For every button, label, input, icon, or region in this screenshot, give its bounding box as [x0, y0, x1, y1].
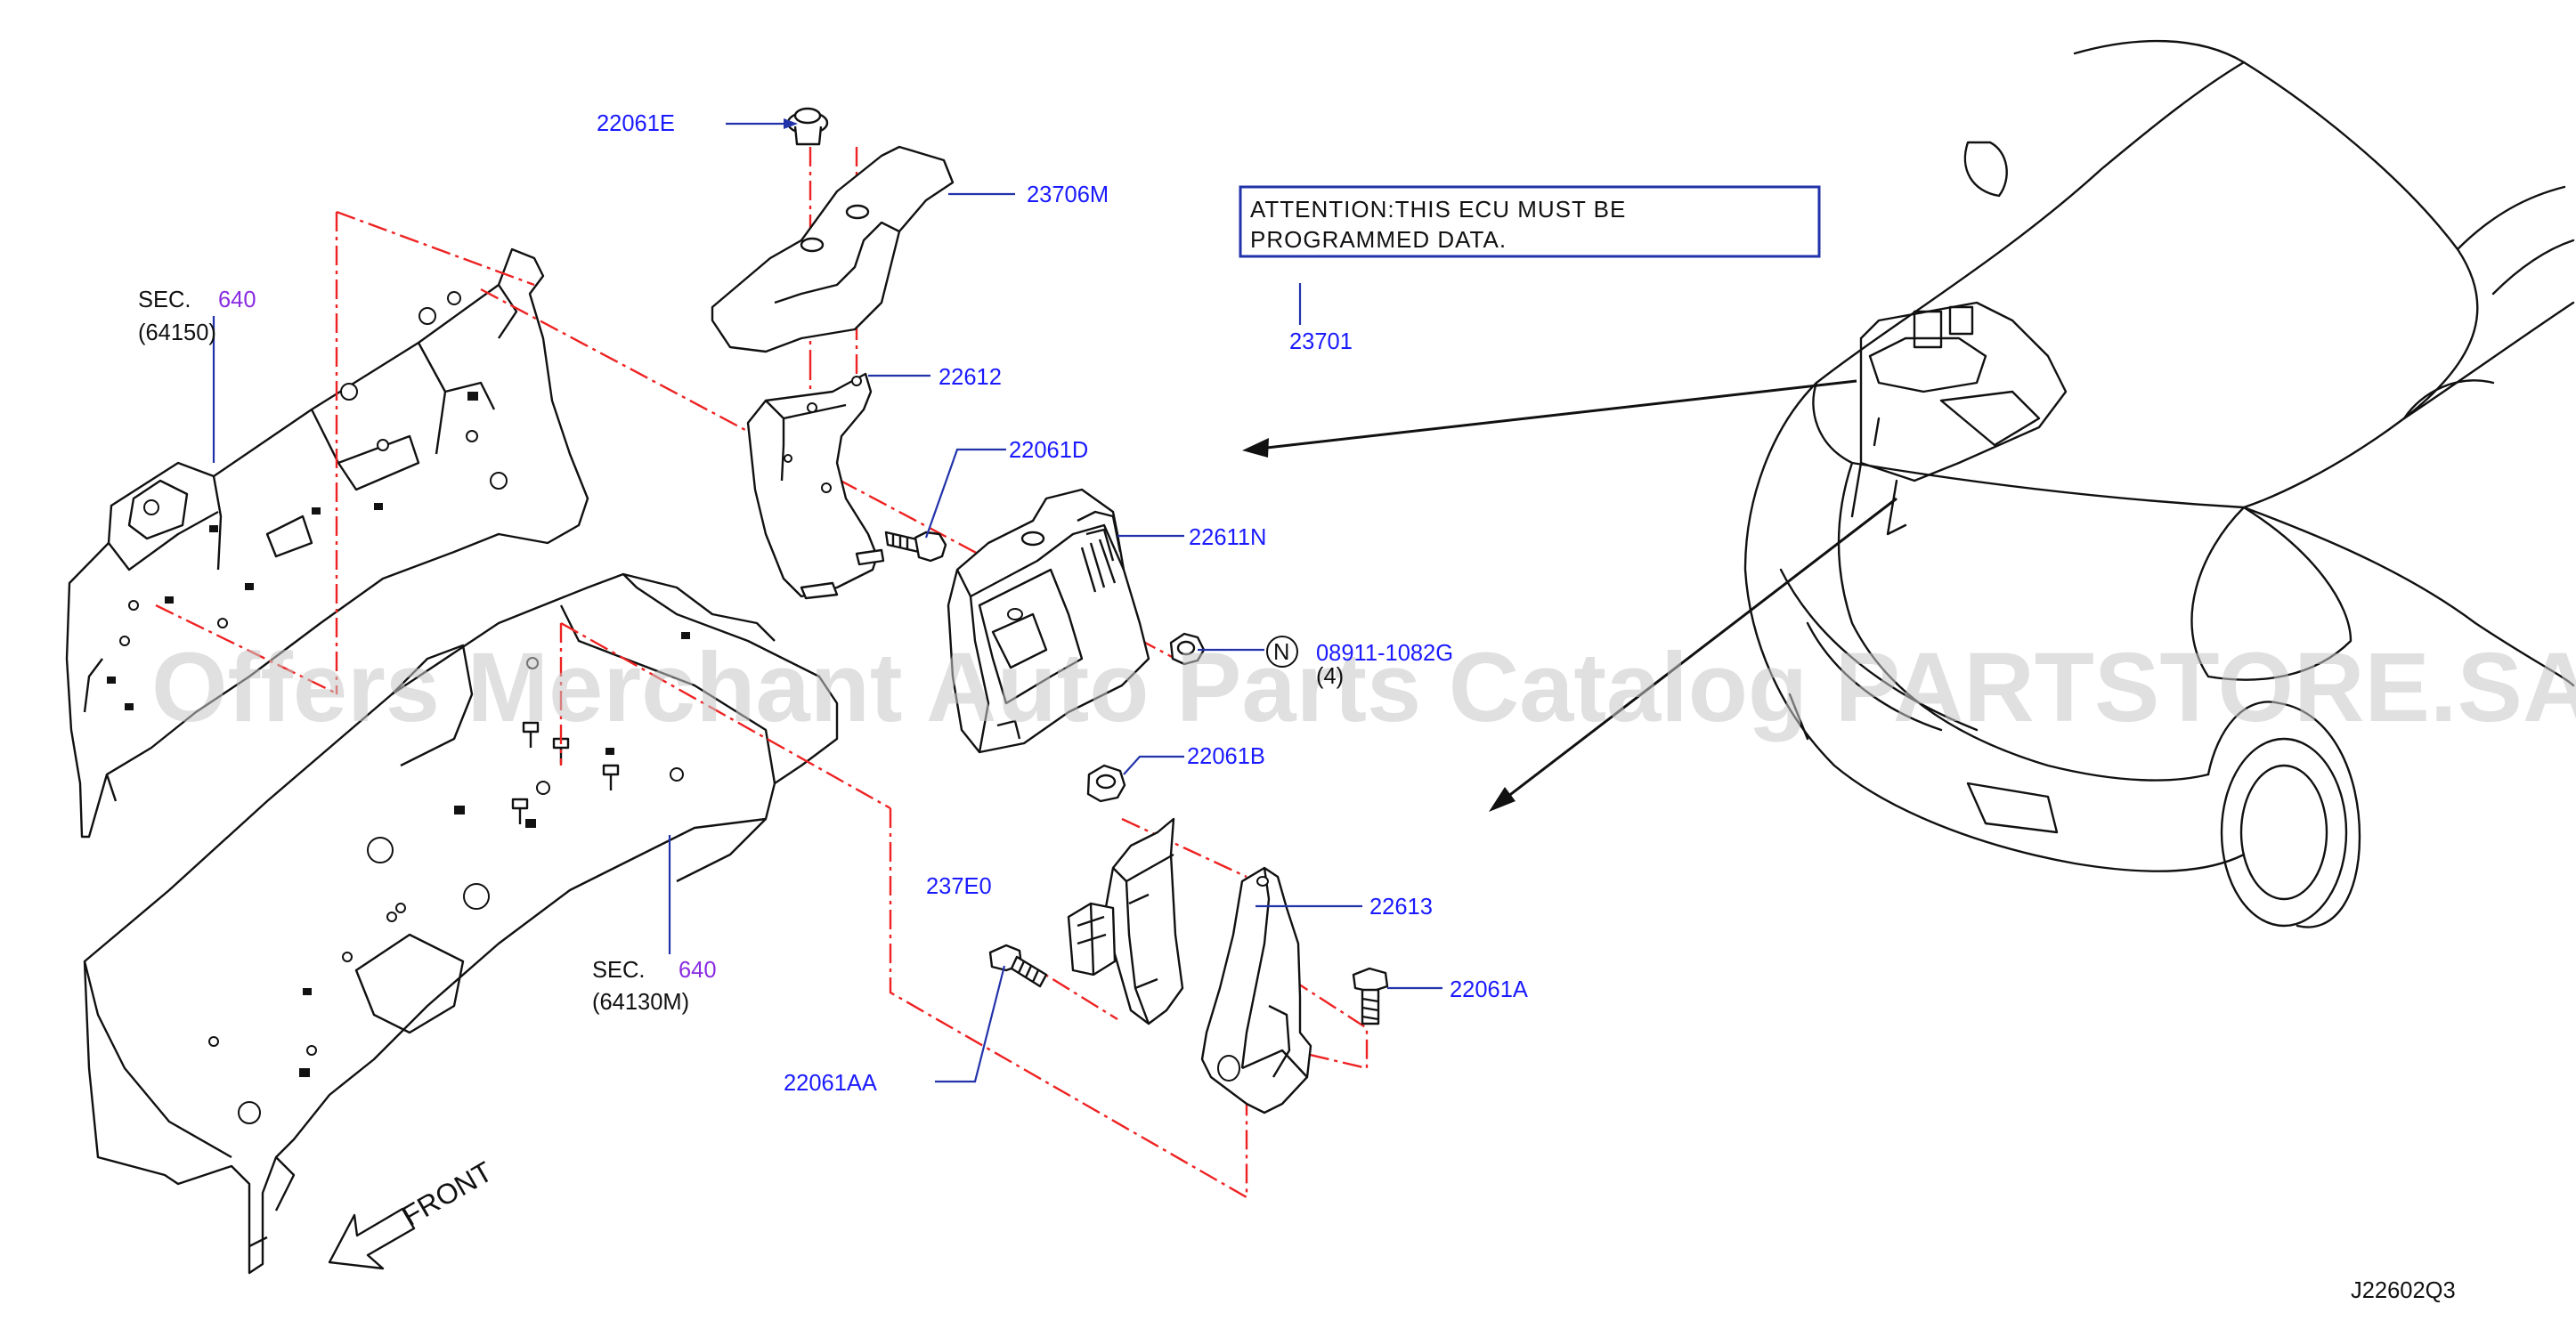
attention-line-1: ATTENTION:THIS ECU MUST BE: [1250, 196, 1626, 223]
front-direction-arrow: [328, 1207, 416, 1270]
part-22061A-bolt[interactable]: [1352, 967, 1389, 1025]
label-22061A[interactable]: 22061A: [1450, 977, 1528, 1002]
part-22612-bracket[interactable]: [746, 372, 885, 600]
label-23701[interactable]: 23701: [1289, 329, 1353, 354]
watermark: Offers Merchant Auto Parts Catalog PARTS…: [151, 633, 2576, 742]
section-upper-prefix: SEC.: [138, 288, 191, 312]
label-22061B[interactable]: 22061B: [1187, 744, 1265, 769]
section-upper-number[interactable]: 640: [218, 288, 256, 312]
label-22061D[interactable]: 22061D: [1009, 438, 1088, 463]
part-22061D-bolt[interactable]: [884, 531, 947, 563]
part-labels: 22061E 23706M 22612 22061D 22611N N 0891…: [597, 111, 1528, 1096]
label-22061AA[interactable]: 22061AA: [784, 1071, 877, 1096]
section-ref-lower[interactable]: SEC. 640 (64130M): [592, 958, 717, 1015]
label-22612[interactable]: 22612: [939, 365, 1002, 390]
section-lower-prefix: SEC.: [592, 958, 646, 983]
part-23706M-cover[interactable]: [711, 145, 955, 353]
label-23706M[interactable]: 23706M: [1027, 182, 1109, 207]
vehicle-outline: [1743, 39, 2575, 928]
section-ref-upper[interactable]: SEC. 640 (64150): [138, 288, 256, 345]
pointer-arrows: [1242, 379, 1897, 812]
label-08911-1082G[interactable]: 08911-1082G: [1316, 641, 1453, 666]
label-08911-qty: (4): [1316, 664, 1344, 689]
attention-notice: ATTENTION:THIS ECU MUST BE PROGRAMMED DA…: [1239, 185, 1821, 258]
lower-cowl-panel: [83, 572, 839, 1275]
label-22061E[interactable]: 22061E: [597, 111, 675, 136]
part-22613-bracket[interactable]: [1200, 866, 1312, 1114]
label-22613[interactable]: 22613: [1369, 895, 1433, 920]
part-08911-nut[interactable]: [1169, 632, 1206, 666]
attention-line-2: PROGRAMMED DATA.: [1250, 226, 1507, 253]
section-upper-sub: (64150): [138, 320, 216, 345]
front-label: FRONT: [397, 1155, 498, 1232]
upper-dash-panel: [65, 247, 589, 839]
part-22061E-clip[interactable]: [786, 107, 829, 146]
part-22061AA-bolt[interactable]: [988, 944, 1048, 988]
nut-symbol: N: [1273, 640, 1289, 665]
part-22611N-ecu[interactable]: [947, 488, 1150, 754]
part-237E0-module[interactable]: [1067, 817, 1184, 1025]
label-22611N[interactable]: 22611N: [1189, 525, 1266, 550]
diagram-code: J22602Q3: [2351, 1278, 2456, 1303]
leader-lines: [212, 118, 1442, 1083]
label-237E0[interactable]: 237E0: [926, 874, 992, 899]
section-lower-number[interactable]: 640: [679, 958, 717, 983]
part-22061B-nut[interactable]: [1086, 764, 1126, 803]
section-lower-sub: (64130M): [592, 990, 689, 1015]
